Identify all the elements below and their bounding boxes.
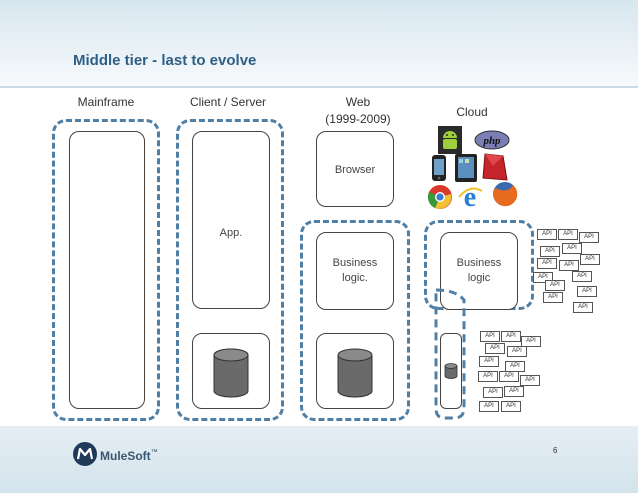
database-icon (337, 348, 373, 398)
api-tag: API (507, 346, 527, 357)
mainframe-box (69, 131, 145, 409)
brand-trademark: ™ (150, 449, 158, 456)
cloud-business-box (440, 232, 518, 310)
api-tag: API (479, 356, 499, 367)
api-tag: API (572, 271, 592, 282)
api-tag: API (580, 254, 600, 265)
android-icon (438, 126, 462, 154)
web-label: Web (345, 95, 371, 109)
client-server-dashed-outline (176, 119, 284, 421)
api-tag: API (540, 246, 560, 257)
api-tag: API (479, 401, 499, 412)
browser-label: Browser (334, 164, 376, 176)
web-business-box (316, 232, 394, 310)
database-icon (213, 348, 249, 398)
api-tag: API (480, 331, 500, 342)
brand-name: MuleSoft (100, 449, 151, 463)
web-business-line2: logic. (342, 272, 368, 284)
internet-explorer-icon: e (458, 182, 483, 210)
api-tag: API (501, 401, 521, 412)
ipad-icon (455, 154, 477, 182)
api-tag: API (577, 286, 597, 297)
browser-box (316, 131, 394, 207)
cloud-connector-dashed-outline (434, 288, 466, 420)
mainframe-dashed-outline (52, 119, 160, 421)
api-tag: API (483, 387, 503, 398)
api-tag: API (573, 302, 593, 313)
api-tag: API (485, 343, 505, 354)
svg-text:php: php (482, 135, 501, 147)
cloud-business-line1: Business (456, 257, 502, 269)
api-tag: API (533, 272, 553, 283)
api-tag: API (501, 331, 521, 342)
api-tag: API (478, 371, 498, 382)
footer-brand: MuleSoft™ (100, 449, 158, 463)
api-tag: API (543, 292, 563, 303)
page-number: 6 (553, 446, 558, 455)
mulesoft-logo-icon (73, 442, 97, 466)
api-tag: API (537, 229, 557, 240)
web-dashed-outline (300, 220, 410, 421)
database-icon (444, 363, 458, 379)
php-logo-icon: php (474, 130, 510, 150)
firefox-icon (493, 182, 518, 207)
api-tag: API (537, 258, 557, 269)
api-tag: API (521, 336, 541, 347)
slide-title: Middle tier - last to evolve (73, 52, 257, 69)
header-band (0, 0, 638, 88)
client-server-label: Client / Server (189, 95, 267, 109)
chrome-icon (427, 185, 452, 209)
app-label: App. (219, 227, 243, 239)
api-tag: API (545, 280, 565, 291)
api-tag: API (579, 232, 599, 243)
web-years-label: (1999-2009) (325, 112, 391, 126)
api-tag: API (562, 243, 582, 254)
api-tag: API (504, 386, 524, 397)
footer-band (0, 426, 638, 493)
app-box (192, 131, 270, 309)
api-tag: API (499, 371, 519, 382)
mainframe-label: Mainframe (77, 95, 135, 109)
cloud-business-line2: logic (467, 272, 491, 284)
ruby-icon (482, 153, 508, 181)
web-business-line1: Business (332, 257, 378, 269)
api-tag: API (520, 375, 540, 386)
cloud-label: Cloud (456, 105, 488, 119)
header-divider (0, 86, 638, 88)
iphone-icon (432, 155, 446, 181)
svg-text:e: e (464, 182, 476, 210)
api-tag: API (559, 260, 579, 271)
api-tag: API (558, 229, 578, 240)
